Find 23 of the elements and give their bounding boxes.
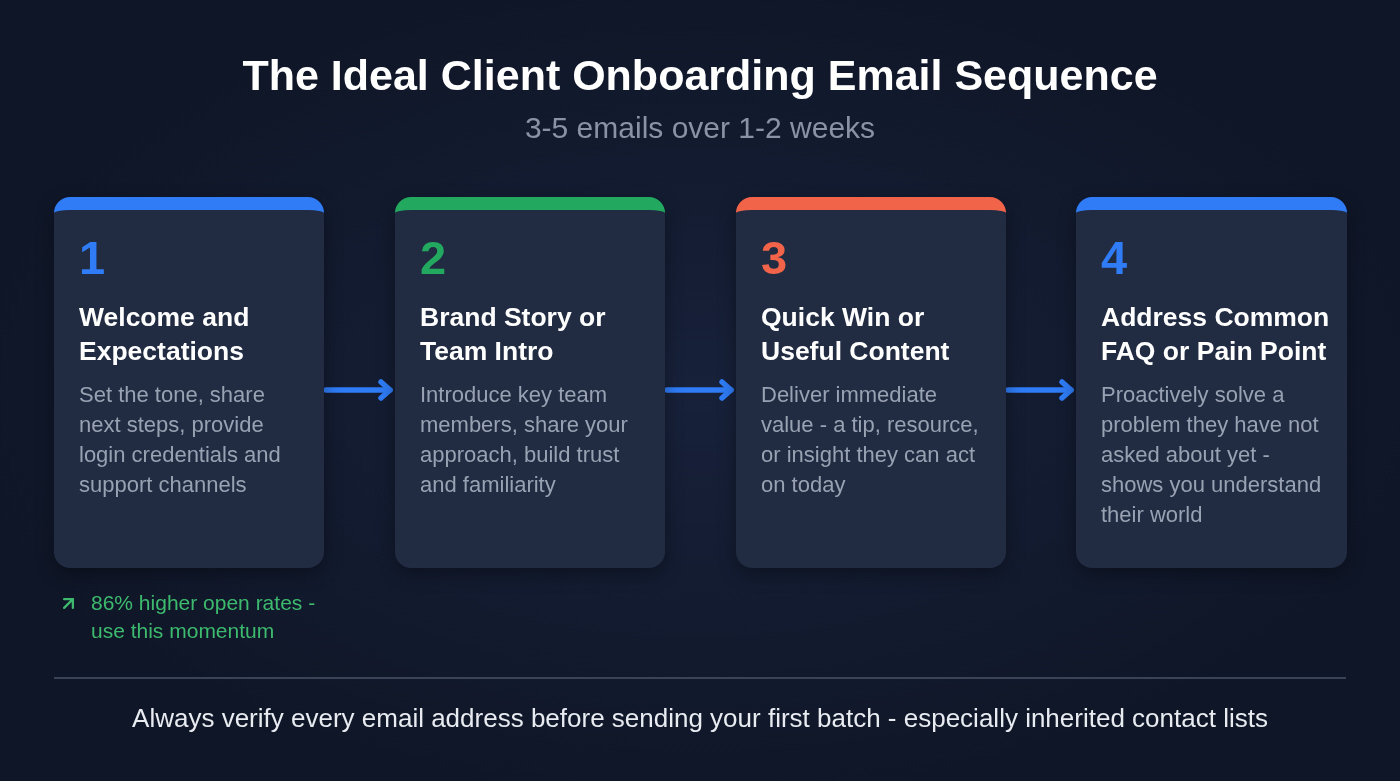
step-number: 1 [79,232,106,284]
step-description: Proactively solve a problem they have not asked about yet - shows you understand their world [1101,381,1323,529]
step-number: 4 [1101,232,1128,284]
subtitle: 3-5 emails over 1-2 weeks [524,110,876,146]
step-number: 3 [761,232,788,284]
arrow [1005,379,1074,401]
arrow [664,379,734,401]
step-heading: Welcome and Expectations [79,301,251,368]
step-description: Deliver immediate value - a tip, resource, or insight they can act on today [761,381,980,499]
step-card [736,197,1006,568]
arrow [323,379,393,401]
step-description: Introduce key team members, share your approach, build trust and familiarity [420,381,629,499]
step-card [395,197,665,568]
step-card [54,197,324,568]
footer-note: Always verify every email address before sending your first batch - especially inherited contact lists [132,702,1268,734]
step-number: 2 [420,232,447,284]
step-heading: Address Common FAQ or Pain Point [1101,301,1331,368]
step-heading: Brand Story or Team Intro [420,301,607,368]
step-description: Set the tone, share next steps, provide login credentials and support channels [79,381,282,499]
step-heading: Quick Win or Useful Content [761,301,951,368]
diagram-title: The Ideal Client Onboarding Email Sequence [242,50,1158,101]
note-text: 86% higher open rates - use this momentum [91,590,317,644]
step-card [1076,197,1347,568]
